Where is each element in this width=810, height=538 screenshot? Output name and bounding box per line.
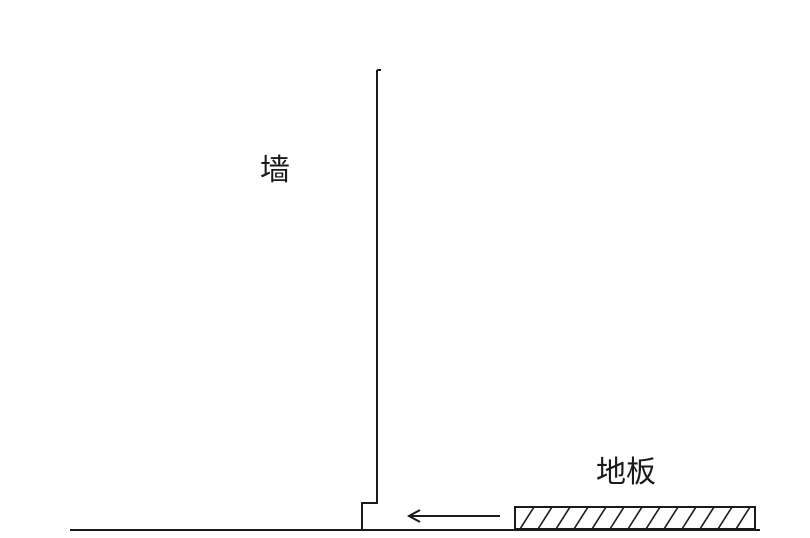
hatch-line: [555, 507, 571, 529]
wall-outline: [361, 70, 378, 530]
hatch-line: [663, 507, 679, 529]
hatch-line: [609, 507, 625, 529]
hatch-line: [735, 507, 751, 529]
hatch-line: [681, 507, 697, 529]
floor-board: [514, 506, 756, 530]
hatch-line: [519, 507, 535, 529]
hatch-line: [645, 507, 661, 529]
wall-label: 墙: [260, 153, 290, 188]
hatch-line: [573, 507, 589, 529]
hatch-line: [717, 507, 733, 529]
floor-board-hatching: [519, 507, 755, 529]
hatch-line: [591, 507, 607, 529]
hatch-line: [753, 525, 755, 529]
hatch-line: [537, 507, 553, 529]
hatch-line: [627, 507, 643, 529]
floor-board-outline: [514, 506, 756, 530]
hatch-line: [699, 507, 715, 529]
floor-label: 地板: [596, 455, 656, 490]
arrow-left-icon: [406, 509, 500, 523]
